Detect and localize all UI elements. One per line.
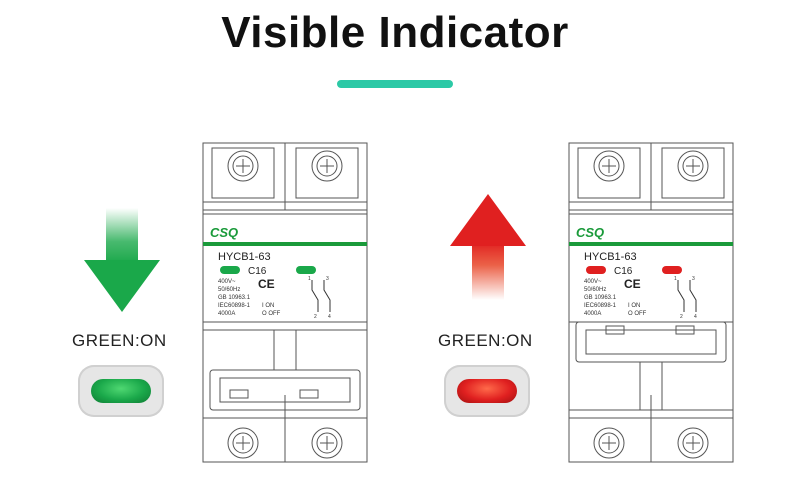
- right-breaker-window-right: [662, 266, 682, 274]
- right-breaker-line-1: 50/60Hz: [584, 287, 606, 293]
- right-breaker-line-0: 400V~: [584, 279, 602, 285]
- right-breaker-off: O OFF: [628, 311, 647, 317]
- left-breaker-line-2: GB 10963.1: [218, 295, 251, 301]
- right-breaker: CSQ HYCB1-63 C16 CE 400V~ 50/60Hz GB 109…: [568, 142, 734, 463]
- title-underline: [337, 80, 453, 88]
- right-indicator-label: GREEN:ON: [438, 331, 533, 350]
- right-breaker-terminal-4: 4: [694, 314, 697, 320]
- right-breaker-window-left: [586, 266, 606, 274]
- left-breaker-line-4: 4000A: [218, 311, 235, 317]
- right-breaker-line-2: GB 10963.1: [584, 295, 617, 301]
- left-indicator-label: GREEN:ON: [72, 331, 167, 350]
- left-breaker-terminal-4: 4: [328, 314, 331, 320]
- right-breaker-on: I ON: [628, 303, 640, 309]
- red-indicator-pill: [457, 379, 517, 403]
- left-breaker-window-right: [296, 266, 316, 274]
- right-breaker-terminal-3: 3: [692, 276, 695, 282]
- page-title: Visible Indicator: [221, 8, 569, 57]
- right-breaker-terminal-2: 2: [680, 314, 683, 320]
- right-breaker-line-4: 4000A: [584, 311, 601, 317]
- left-breaker: CSQ HYCB1-63 C16 CE 400V~ 50/60Hz GB 109…: [202, 142, 368, 463]
- down-arrow-icon: [84, 208, 160, 312]
- right-breaker-rating: C16: [614, 266, 633, 277]
- right-breaker-line-3: IEC60898-1: [584, 303, 617, 309]
- left-breaker-line-0: 400V~: [218, 279, 236, 285]
- right-breaker-ce: CE: [624, 277, 641, 291]
- left-breaker-brand: CSQ: [210, 225, 238, 240]
- left-breaker-on: I ON: [262, 303, 274, 309]
- left-breaker-terminal-3: 3: [326, 276, 329, 282]
- left-breaker-line-3: IEC60898-1: [218, 303, 251, 309]
- left-breaker-line-1: 50/60Hz: [218, 287, 240, 293]
- left-breaker-model: HYCB1-63: [218, 251, 271, 263]
- left-indicator: [78, 365, 164, 417]
- left-breaker-window-left: [220, 266, 240, 274]
- left-breaker-terminal-2: 2: [314, 314, 317, 320]
- left-breaker-rating: C16: [248, 266, 267, 277]
- right-breaker-terminal-1: 1: [674, 276, 677, 282]
- left-breaker-terminal-1: 1: [308, 276, 311, 282]
- green-indicator-pill: [91, 379, 151, 403]
- left-breaker-ce: CE: [258, 277, 275, 291]
- left-breaker-off: O OFF: [262, 311, 281, 317]
- right-indicator: [444, 365, 530, 417]
- right-breaker-model: HYCB1-63: [584, 251, 637, 263]
- up-arrow-icon: [450, 194, 526, 300]
- right-breaker-brand: CSQ: [576, 225, 604, 240]
